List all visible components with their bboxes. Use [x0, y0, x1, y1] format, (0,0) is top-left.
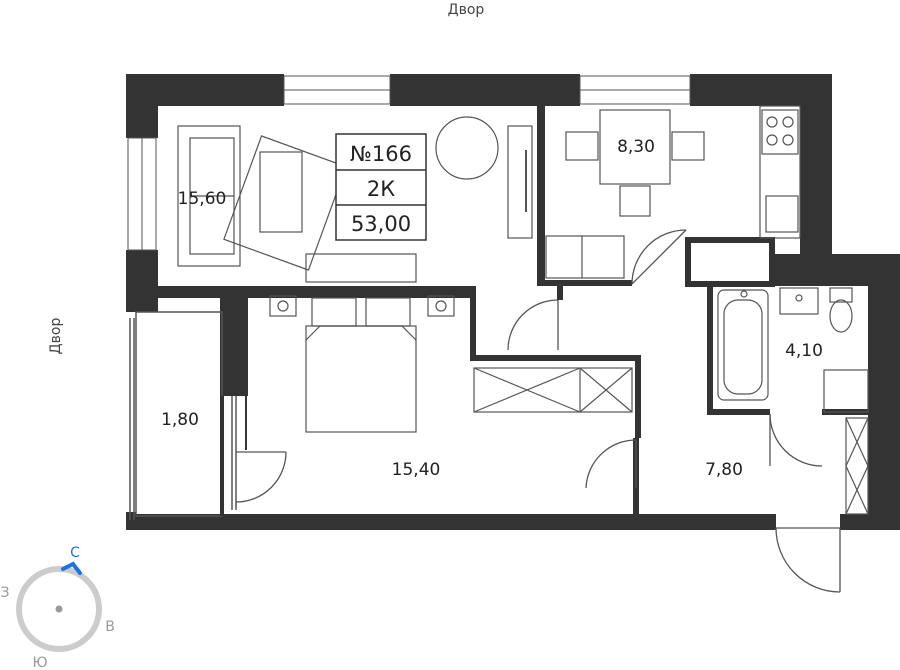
- yard-label-top: Двор: [448, 2, 485, 18]
- apartment-type: 2К: [367, 177, 395, 201]
- apartment-number: №166: [350, 142, 412, 166]
- room-area-bedroom: 15,40: [392, 460, 441, 480]
- window-lines: [141, 89, 690, 250]
- room-area-living: 15,60: [178, 189, 227, 209]
- room-area-balcony: 1,80: [161, 410, 199, 430]
- apartment-info-box: №166 2К 53,00: [335, 133, 427, 241]
- room-area-kitchen: 8,30: [617, 137, 655, 157]
- compass-center-dot: [55, 605, 63, 613]
- yard-label-left: Двор: [48, 318, 64, 355]
- compass: С В Ю З: [1, 545, 115, 670]
- doors: [235, 229, 841, 593]
- furniture: [177, 105, 869, 515]
- compass-north: С: [70, 545, 80, 561]
- room-area-hall: 7,80: [705, 460, 743, 480]
- apartment-total-area: 53,00: [351, 212, 411, 236]
- compass-east: В: [105, 619, 115, 635]
- balcony-windows: [129, 318, 237, 520]
- compass-ring: [16, 566, 102, 652]
- room-areas: 15,60 8,30 4,10 1,80 15,40 7,80: [161, 137, 823, 480]
- walls: [126, 74, 900, 530]
- compass-north-marker: [61, 561, 82, 575]
- compass-south: Ю: [32, 655, 47, 670]
- compass-west: З: [1, 585, 10, 601]
- room-area-bathroom: 4,10: [785, 341, 823, 361]
